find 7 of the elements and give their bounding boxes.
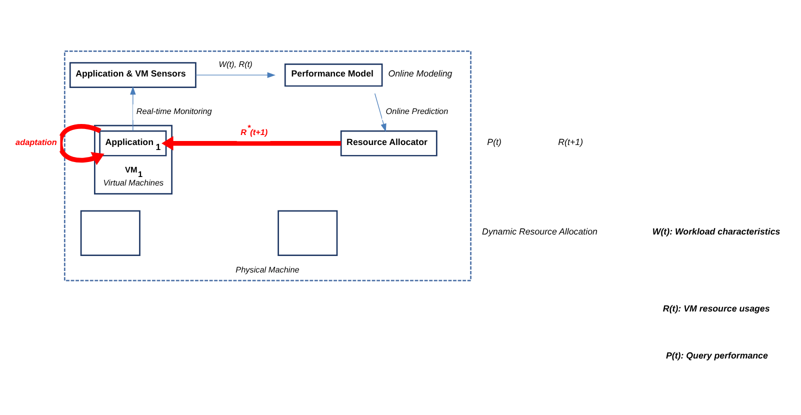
label: R(t+1)	[558, 136, 583, 147]
label: P(t): Query performance	[666, 350, 768, 361]
label: P(t)	[486, 136, 501, 147]
label: W(t): Workload characteristics	[652, 226, 780, 237]
node-label: Online Modeling	[388, 68, 452, 79]
label: Dynamic Resource Allocation	[482, 226, 597, 237]
label: R(t): VM resource usages	[662, 304, 770, 314]
